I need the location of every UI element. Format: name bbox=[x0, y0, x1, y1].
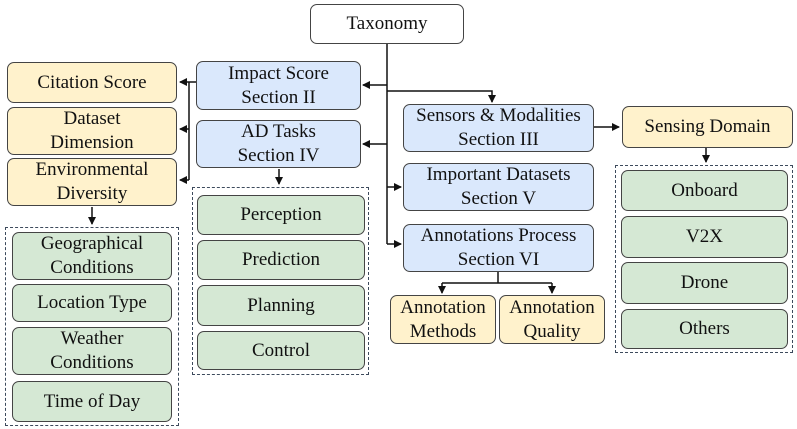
environmental-diversity-node: Environmental Diversity bbox=[7, 158, 177, 206]
annotation-methods-node: Annotation Methods bbox=[390, 295, 496, 344]
taxonomy-root-node: Taxonomy bbox=[310, 4, 464, 44]
diversity-group bbox=[5, 227, 179, 426]
control-node: Control bbox=[197, 331, 365, 370]
time-of-day-node: Time of Day bbox=[12, 381, 172, 422]
weather-conditions-node: Weather Conditions bbox=[12, 327, 172, 375]
annotation-quality-node: Annotation Quality bbox=[499, 295, 605, 344]
sensors-modalities-section-node: Sensors & Modalities Section III bbox=[403, 104, 594, 152]
v2x-node: V2X bbox=[621, 216, 788, 258]
drone-node: Drone bbox=[621, 262, 788, 304]
sensing-domain-group bbox=[615, 165, 793, 353]
dataset-dimension-node: Dataset Dimension bbox=[7, 107, 177, 155]
geographical-conditions-node: Geographical Conditions bbox=[12, 232, 172, 280]
location-type-node: Location Type bbox=[12, 284, 172, 322]
ad-tasks-group bbox=[192, 187, 369, 375]
annotations-process-section-node: Annotations Process Section VI bbox=[403, 224, 594, 272]
perception-node: Perception bbox=[197, 195, 365, 235]
prediction-node: Prediction bbox=[197, 240, 365, 280]
important-datasets-section-node: Important Datasets Section V bbox=[403, 163, 594, 211]
planning-node: Planning bbox=[197, 285, 365, 326]
others-node: Others bbox=[621, 309, 788, 349]
sensing-domain-node: Sensing Domain bbox=[622, 106, 793, 148]
citation-score-node: Citation Score bbox=[7, 62, 177, 103]
onboard-node: Onboard bbox=[621, 170, 788, 211]
ad-tasks-section-node: AD Tasks Section IV bbox=[196, 120, 361, 168]
impact-score-section-node: Impact Score Section II bbox=[196, 61, 361, 110]
